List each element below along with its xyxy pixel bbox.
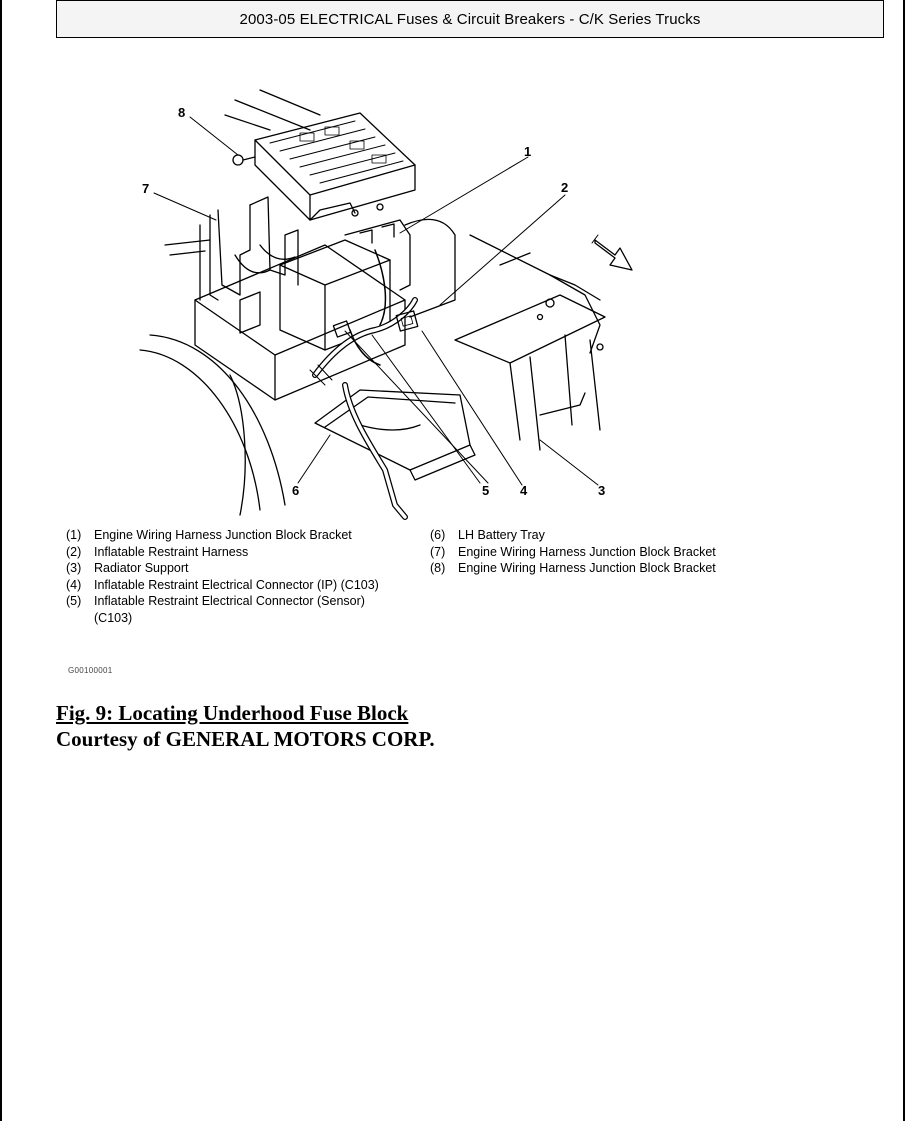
page-border-right [903,0,905,1121]
page-header: 2003-05 ELECTRICAL Fuses & Circuit Break… [56,0,884,38]
line-drawing [139,89,633,520]
fender-line [229,374,246,516]
figure-caption: Fig. 9: Locating Underhood Fuse Block Co… [56,700,435,752]
callout-5: 5 [482,483,490,498]
figure-title: Fig. 9: Locating Underhood Fuse Block [56,701,409,725]
callout-7: 7 [142,181,150,196]
bracket-fin-7 [217,204,251,296]
legend-item: (3) Radiator Support [66,561,189,575]
connector-c103-ip [395,310,419,332]
fender-arc-outer [139,349,261,511]
tray-top-edge [194,244,406,301]
legend-item: (8) Engine Wiring Harness Junction Block… [430,561,716,575]
radiator-support-shelf [454,294,606,364]
callout-2: 2 [561,180,569,195]
legend-right-column: (6) LH Battery Tray (7) Engine Wiring Ha… [430,527,760,577]
callout-6: 6 [292,483,300,498]
header-title: 2003-05 ELECTRICAL Fuses & Circuit Break… [239,10,701,28]
callout-3: 3 [598,483,606,498]
fender-arc-inner [149,334,286,506]
tray-side-face [274,299,406,401]
fuse-block-right-face [309,164,416,221]
legend-item: (4) Inflatable Restraint Electrical Conn… [66,577,379,592]
legend-item: (6) LH Battery Tray [430,528,545,542]
callout-8: 8 [178,105,186,120]
lh-battery-tray [314,389,471,471]
fuse-block-bolt [232,154,244,166]
callout-4: 4 [520,483,528,498]
callout-leaders [153,116,599,486]
legend-item: (2) Inflatable Restraint Harness [66,544,249,559]
legend-item: (7) Engine Wiring Harness Junction Block… [430,544,716,559]
courtesy-line: Courtesy of GENERAL MOTORS CORP. [56,727,435,751]
front-direction-arrow-icon [591,234,633,271]
legend-item: (1) Engine Wiring Harness Junction Block… [66,528,352,542]
legend-left-column: (1) Engine Wiring Harness Junction Block… [66,527,396,626]
inflatable-restraint-harness [312,297,418,378]
inner-fender [404,218,456,318]
legend-item: (5) Inflatable Restraint Electrical Conn… [66,594,365,625]
graphic-code: G00100001 [68,666,113,675]
underhood-fuse-block-illustration: 8 7 1 2 3 4 5 6 [110,85,670,525]
junction-block-bracket [344,219,411,291]
connector-c103-sensor [332,320,352,338]
fuse-block-left-face [254,139,311,221]
page-border-left [0,0,2,1121]
callout-1: 1 [524,144,532,159]
